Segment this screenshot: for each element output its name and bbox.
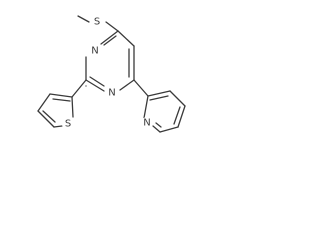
atom-n-ring-upper-label: N [91, 46, 98, 57]
bond-py-c4-c5-double [173, 106, 181, 125]
bond-c4-c5 [117, 30, 135, 47]
bond-c2-thiophene [71, 79, 87, 98]
bond-c4-n3-double [103, 35, 117, 46]
bond-th-c4-c5 [37, 110, 55, 128]
atom-n-ring-upper: N [89, 45, 101, 57]
bond-c6-n1 [119, 79, 135, 91]
atom-s-thiophene-label: S [65, 119, 71, 130]
bond-c4-n3 [100, 30, 119, 45]
bond-th-c2-c3-double [52, 98, 71, 102]
atom-n-pyridine: N [141, 117, 153, 129]
bond-py-c2-c3 [147, 90, 171, 97]
bond-c6-pyridine [133, 79, 149, 97]
atom-n-ring-lower-label: N [108, 88, 115, 99]
atom-s-methylthio-label: S [94, 17, 100, 28]
bond-n1-c2 [85, 79, 105, 92]
bond-py-c2-c3-double [149, 95, 169, 101]
molecule-structure-diagram: S N N S N [37, 15, 186, 133]
bond-th-c2-c3 [49, 93, 73, 98]
bond-s-c4 [105, 21, 119, 32]
bond-py-c6-n-double [155, 122, 162, 128]
bond-py-c3-c4 [169, 90, 186, 107]
bond-th-c5-s [53, 125, 63, 128]
bond-py-c4-c5 [177, 105, 186, 128]
bond-py-c6-n [152, 125, 161, 133]
atom-s-thiophene: S [62, 118, 74, 130]
bond-py-c5-c6 [159, 126, 179, 133]
bond-th-c4-c5-double [42, 110, 56, 123]
atom-s-methylthio: S [91, 16, 103, 28]
bond-th-s-c2 [71, 96, 74, 118]
bond-py-n-c2 [143, 95, 149, 119]
atom-n-ring-lower: N [106, 87, 118, 99]
bond-n1-c2-double [89, 76, 105, 87]
bond-th-c3-c4 [37, 93, 51, 112]
bond-methyl-s [77, 15, 90, 23]
atom-n-pyridine-label: N [143, 118, 150, 129]
